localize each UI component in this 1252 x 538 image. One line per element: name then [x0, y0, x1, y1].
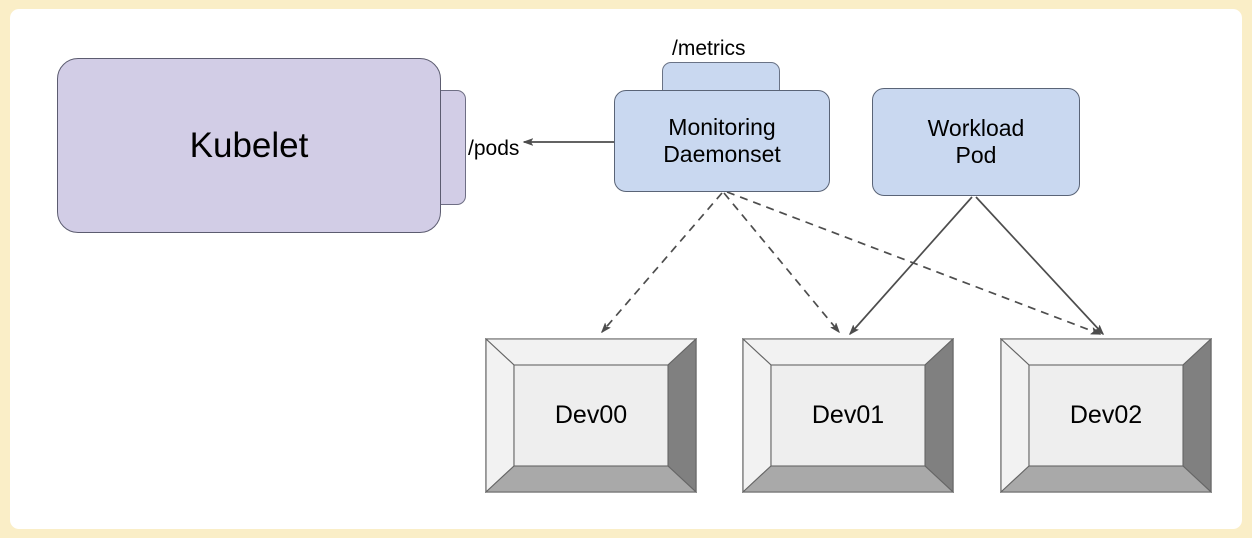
- monitoring-daemonset-node[interactable]: Monitoring Daemonset: [614, 90, 830, 192]
- diagram-canvas: Kubelet /pods /metrics Monitoring Daemon…: [10, 9, 1242, 529]
- edge-daemonset-to-dev01: [723, 192, 840, 333]
- workload-label-line2: Pod: [955, 142, 997, 168]
- edge-daemonset-to-dev00: [601, 192, 723, 333]
- kubelet-node[interactable]: Kubelet: [57, 58, 441, 233]
- workload-label-line1: Workload: [927, 114, 1025, 141]
- device-3d-shape: [1000, 338, 1212, 493]
- daemonset-label-line2: Daemonset: [663, 141, 781, 167]
- kubelet-pods-port-label: /pods: [468, 137, 520, 160]
- kubelet-label: Kubelet: [189, 125, 309, 165]
- device-node-dev00[interactable]: Dev00: [485, 338, 697, 493]
- daemonset-label-line1: Monitoring: [668, 113, 776, 140]
- edge-daemonset-to-dev02: [726, 191, 1102, 335]
- device-3d-shape: [742, 338, 954, 493]
- daemonset-metrics-port-label: /metrics: [672, 37, 746, 60]
- workload-pod-node[interactable]: Workload Pod: [872, 88, 1080, 196]
- edge-workload-to-dev01: [849, 196, 973, 335]
- device-3d-shape: [485, 338, 697, 493]
- device-node-dev02[interactable]: Dev02: [1000, 338, 1212, 493]
- edge-workload-to-dev02: [975, 196, 1104, 335]
- device-node-dev01[interactable]: Dev01: [742, 338, 954, 493]
